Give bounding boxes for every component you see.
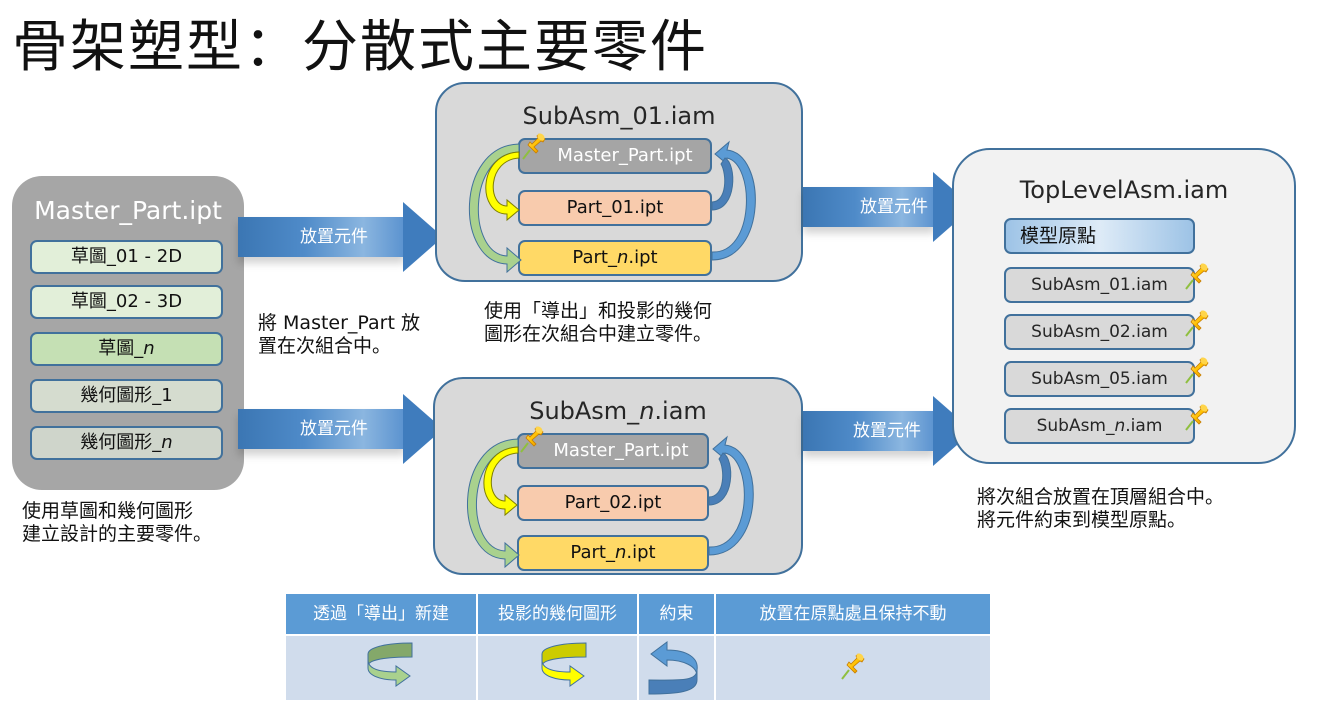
- top-level-caption: 將次組合放置在頂層組合中。 將元件約束到模型原點。: [977, 486, 1224, 532]
- pushpin-icon: [1182, 356, 1212, 386]
- caption-line: 使用「導出」和投影的幾何: [484, 300, 713, 322]
- top-subasm-02[interactable]: SubAsm_02.iam: [1004, 314, 1195, 350]
- legend-header-grounded: 放置在原點處且保持不動: [716, 594, 990, 634]
- constrain-arrow: [708, 452, 732, 506]
- feature-label: 草圖_: [98, 338, 144, 359]
- pushpin-icon: [1182, 262, 1212, 292]
- subasm-n-title: SubAsm_n.iam: [529, 397, 707, 425]
- pushpin-icon: [1182, 403, 1212, 433]
- legend-cell-constrain: [639, 636, 714, 700]
- pushpin-icon: [517, 425, 547, 455]
- subasm-n-panel: SubAsm_n.iam Master_Part.ipt Part_02.ipt…: [433, 377, 803, 575]
- feature-label: 草圖_01 - 2D: [70, 246, 183, 267]
- arrow-label: 放置元件: [853, 421, 921, 441]
- place-component-arrow-bottom-right: 放置元件: [803, 396, 973, 466]
- arrow-shaft: [238, 217, 405, 257]
- master-part-caption: 使用草圖和幾何圖形 建立設計的主要零件。: [22, 500, 212, 546]
- legend-header-constrain: 約束: [639, 594, 714, 634]
- feature-geometry-n[interactable]: 幾何圖形_n: [30, 426, 223, 460]
- feature-label: 幾何圖形_1: [80, 385, 173, 406]
- place-master-caption: 將 Master_Part 放 置在次組合中。: [258, 312, 420, 358]
- legend-header-derive: 透過「導出」新建: [286, 594, 476, 634]
- legend-header-project: 投影的幾何圖形: [478, 594, 637, 634]
- model-origin[interactable]: 模型原點: [1004, 218, 1195, 254]
- feature-sketch-n[interactable]: 草圖_n: [30, 332, 223, 366]
- caption-line: 圖形在次組合中建立零件。: [484, 323, 713, 345]
- derive-arrow: [469, 143, 522, 274]
- constrain-arrow: [711, 140, 756, 261]
- legend-table: 透過「導出」新建 投影的幾何圖形 約束 放置在原點處且保持不動: [286, 594, 990, 700]
- subasm-n-master-part[interactable]: Master_Part.ipt: [517, 433, 709, 469]
- project-arrow: [485, 151, 520, 222]
- subasm-n-part-n[interactable]: Part_n.ipt: [517, 535, 709, 571]
- legend-cell-derive: [286, 636, 476, 700]
- component-label: Part_02.ipt: [564, 492, 662, 513]
- subasm-caption: 使用「導出」和投影的幾何 圖形在次組合中建立零件。: [484, 300, 712, 346]
- master-part-title: Master_Part.ipt: [34, 196, 222, 225]
- subasm-01-panel: SubAsm_01.iam Master_Part.ipt Part_01.ip…: [435, 82, 803, 282]
- feature-sketch-01[interactable]: 草圖_01 - 2D: [30, 240, 223, 274]
- place-component-arrow-bottom-left: 放置元件: [238, 394, 443, 464]
- component-label: Master_Part.ipt: [557, 145, 693, 166]
- feature-label: 草圖_02 - 3D: [70, 291, 183, 312]
- pushpin-icon: [838, 652, 868, 682]
- page-title: 骨架塑型：分散式主要零件: [12, 15, 708, 80]
- component-label: Master_Part.ipt: [553, 440, 689, 461]
- yellow-curved-arrow-icon: [541, 642, 587, 687]
- feature-label: 幾何圖形_: [80, 432, 162, 453]
- top-subasm-n[interactable]: SubAsm_n.iam: [1004, 408, 1195, 444]
- subasm-01-title: SubAsm_01.iam: [522, 102, 716, 130]
- subasm-01-part-n[interactable]: Part_n.ipt: [518, 240, 712, 276]
- arrow-shaft: [803, 187, 935, 227]
- arrow-label: 放置元件: [300, 227, 368, 247]
- subasm-01-relationship-arrows: [469, 140, 756, 274]
- place-component-arrow-top-left: 放置元件: [238, 202, 443, 272]
- derive-arrow: [467, 438, 520, 569]
- pushpin-icon: [519, 132, 549, 162]
- project-arrow: [483, 446, 519, 517]
- caption-line: 建立設計的主要零件。: [22, 523, 213, 545]
- caption-line: 將次組合放置在頂層組合中。: [977, 486, 1225, 508]
- top-subasm-01[interactable]: SubAsm_01.iam: [1004, 267, 1195, 303]
- place-component-arrow-top-right: 放置元件: [803, 172, 973, 242]
- legend-cell-project: [478, 636, 637, 700]
- caption-line: 將元件約束到模型原點。: [977, 509, 1187, 531]
- top-subasm-05[interactable]: SubAsm_05.iam: [1004, 361, 1195, 397]
- arrow-shaft: [238, 409, 405, 449]
- component-label: Part_01.ipt: [566, 197, 664, 218]
- arrow-label: 放置元件: [300, 419, 368, 439]
- green-curved-arrow-icon: [367, 642, 413, 687]
- top-level-title: TopLevelAsm.iam: [1019, 176, 1229, 204]
- subasm-01-master-part[interactable]: Master_Part.ipt: [518, 138, 712, 174]
- master-part-panel: Master_Part.ipt 草圖_01 - 2D 草圖_02 - 3D 草圖…: [12, 176, 244, 490]
- feature-label-italic: n: [161, 432, 173, 453]
- caption-line: 將 Master_Part 放: [258, 312, 420, 334]
- legend-cell-grounded: [716, 636, 990, 700]
- pushpin-icon: [1182, 309, 1212, 339]
- feature-label-italic: n: [143, 338, 155, 359]
- feature-geometry-1[interactable]: 幾何圖形_1: [30, 379, 223, 413]
- subasm-n-relationship-arrows: [467, 435, 754, 569]
- arrow-shaft: [803, 411, 935, 451]
- constrain-arrow: [711, 157, 734, 211]
- constrain-arrow: [708, 435, 754, 556]
- subasm-n-part-02[interactable]: Part_02.ipt: [517, 485, 709, 521]
- subasm-01-part-01[interactable]: Part_01.ipt: [518, 190, 712, 226]
- caption-line: 置在次組合中。: [258, 335, 392, 357]
- caption-line: 使用草圖和幾何圖形: [22, 500, 194, 522]
- blue-curved-arrow-icon: [648, 641, 698, 695]
- top-level-assembly-panel: TopLevelAsm.iam 模型原點 SubAsm_01.iam SubAs…: [952, 148, 1296, 464]
- arrow-label: 放置元件: [860, 197, 928, 217]
- feature-sketch-02[interactable]: 草圖_02 - 3D: [30, 285, 223, 319]
